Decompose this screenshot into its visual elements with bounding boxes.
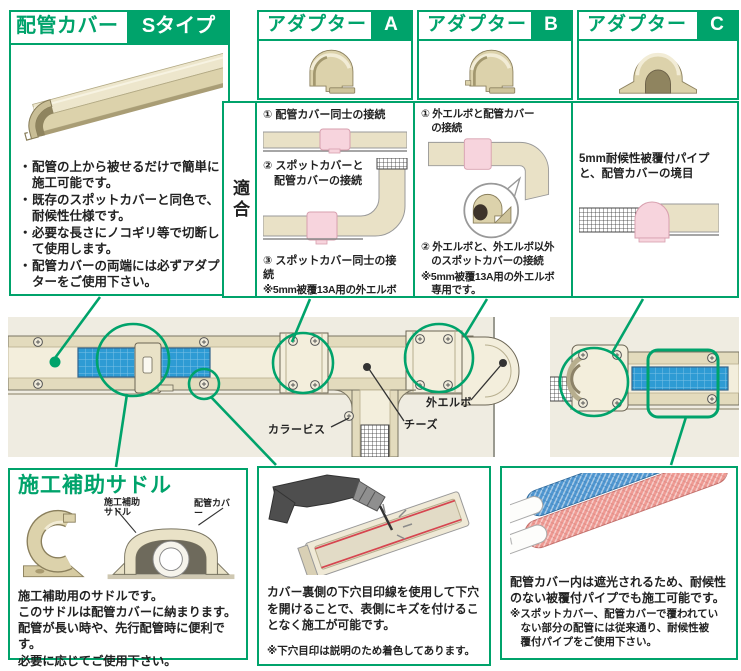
compatibility-label: 適合: [230, 178, 249, 221]
compatibility-panel-c: 5mm耐候性被覆付パイプ と、配管カバーの境目: [571, 103, 737, 296]
list-item: ・既存のスポットカバーと同色で、 耐候性仕様です。: [19, 192, 222, 224]
saddle-section: 施工補助サドル 施工補助 サドル 配管カ: [8, 468, 248, 668]
saddle-cross-section: [107, 507, 235, 580]
pipe-cover-title: 配管カバー: [11, 12, 129, 43]
compatibility-panel-b: ① 外エルボと配管カバー の接続 ② 外エルボと、外エルボ以外 のスポットカバー…: [413, 103, 571, 296]
pipes-note: ※スポットカバー、配管カバーで覆われてい ない部分の配管には従来通り、耐候性被 …: [510, 608, 719, 648]
pipes-body-text: 配管カバー内は遮光されるため、耐候性 のない被覆付パイプでも施工可能です。: [510, 575, 727, 606]
adapter-b-product-image: [419, 41, 571, 96]
compatibility-panel-a: ① 配管カバー同士の接続 ② スポットカバーと 配管カバーの接続 ③ スポットカ…: [255, 103, 413, 296]
adapter-b-section: アダプター B: [417, 10, 573, 100]
fig-label-cover: 配管カバー: [194, 498, 231, 519]
straight-connection-illustration: [263, 128, 407, 154]
pipe-cover-bullet-list: ・配管の上から被せるだけで簡単に 施工可能です。 ・既存のスポットカバーと同色で…: [11, 155, 228, 290]
compat-a-item-2: ② スポットカバーと 配管カバーの接続: [263, 160, 364, 187]
adapter-a-header: アダプター A: [259, 12, 411, 41]
adapter-c-title: アダプター: [587, 14, 688, 35]
drill-section: カバー裏側の下穴目印線を使用して下穴 を開けることで、表側にキズを付けるこ とな…: [257, 466, 491, 666]
compat-c-text: 5mm耐候性被覆付パイプ と、配管カバーの境目: [579, 153, 710, 180]
list-item: ・必要な長さにノコギリ等で切断し て使用します。: [19, 225, 222, 257]
adapter-a-illustration: [309, 49, 356, 94]
drill-illustration: [268, 474, 470, 580]
adapter-c-letter-badge: C: [697, 12, 737, 39]
elbow-connection-illustration: [263, 157, 408, 245]
bullet-char: ・: [19, 259, 32, 273]
adapter-a-title: アダプター: [267, 14, 368, 35]
adapter-b-illustration: [465, 49, 516, 94]
adapter-b-header: アダプター B: [419, 12, 571, 41]
adapter-c-illustration: [619, 52, 697, 94]
compat-b-note: ※5mm被覆13A用の外エルボ 専用です。: [421, 270, 555, 296]
list-item: ・配管カバーの両端には必ずアダプ ターをご使用下さい。: [19, 258, 222, 290]
bullet-text: 配管の上から被せるだけで簡単に 施工可能です。: [32, 160, 220, 190]
bullet-char: ・: [19, 193, 32, 207]
adapter-a-section: アダプター A: [257, 10, 413, 100]
adapter-b-letter-badge: B: [531, 12, 571, 39]
adapter-c-header: アダプター C: [579, 12, 737, 41]
bullet-char: ・: [19, 226, 32, 240]
pipe-cover-section: 配管カバー Sタイプ ・配管の上から被せるだけで簡単に 施工可能です。 ・既存の…: [9, 10, 230, 296]
compat-a-note: ※5mm被覆13A用の外エルボ には適合しません。: [263, 284, 397, 296]
saddle-title: 施工補助サドル: [18, 474, 172, 497]
adapter-c-product-image: [579, 41, 737, 96]
label-outer-elbow: 外エルボ: [426, 397, 472, 409]
saddle-body-text: 施工補助用のサドルです。 このサドルは配管カバーに納まります。 配管が長い時や、…: [18, 589, 237, 668]
label-tee: チーズ: [404, 419, 438, 431]
compat-a-item-1: ① 配管カバー同士の接続: [263, 109, 386, 121]
compat-a-item-3: ③ スポットカバー同士の接続: [263, 254, 397, 282]
label-color-screw: カラービス: [268, 424, 326, 436]
pipe-cover-type-badge: Sタイプ: [129, 12, 228, 43]
installation-diagram-main: [7, 317, 523, 458]
adapter-c-section: アダプター C: [577, 10, 739, 100]
compatibility-table: 適合 ① 配管カバー同士の接続 ② スポットカバーと 配管カバーの接続 ③ スポ…: [222, 101, 739, 298]
drill-note: ※下穴目印は説明のため着色してあります。: [267, 644, 476, 657]
adapter-a-product-image: [259, 41, 411, 96]
fig-label-saddle: 施工補助 サドル: [104, 497, 141, 518]
adapter-b-title: アダプター: [427, 14, 528, 35]
compatibility-label-cell: 適合: [224, 103, 255, 296]
saddle-figures: 施工補助 サドル 配管カバー: [18, 497, 238, 588]
installation-diagram-pipe-end: [549, 317, 740, 457]
pipe-cover-illustration: [23, 52, 223, 141]
pipe-cover-product-image: [11, 45, 228, 155]
pipe-cover-header: 配管カバー Sタイプ: [11, 12, 228, 45]
adapter-a-letter-badge: A: [371, 12, 411, 39]
installation-diagram-main-svg: [7, 317, 520, 458]
pipes-section: 配管カバー内は遮光されるため、耐候性 のない被覆付パイプでも施工可能です。 ※ス…: [479, 426, 738, 660]
bullet-text: 必要な長さにノコギリ等で切断し て使用します。: [32, 226, 220, 256]
installation-diagram-pipe-end-svg: [549, 317, 740, 457]
saddle-photo: [23, 510, 85, 578]
compat-b-item-2: ② 外エルボと、外エルボ以外 のスポットカバーの接続: [421, 241, 555, 267]
pipe-boundary-illustration: [579, 201, 719, 243]
insulated-pipes-illustration: [479, 426, 728, 562]
list-item: ・配管の上から被せるだけで簡単に 施工可能です。: [19, 159, 222, 191]
bullet-char: ・: [19, 160, 32, 174]
bullet-text: 配管カバーの両端には必ずアダプ ターをご使用下さい。: [32, 259, 220, 289]
drill-body-text: カバー裏側の下穴目印線を使用して下穴 を開けることで、表側にキズを付けるこ とな…: [267, 585, 479, 633]
outer-elbow-connection-illustration: [428, 138, 550, 239]
bullet-text: 既存のスポットカバーと同色で、 耐候性仕様です。: [32, 193, 220, 223]
compat-b-item-1: ① 外エルボと配管カバー の接続: [421, 108, 535, 134]
